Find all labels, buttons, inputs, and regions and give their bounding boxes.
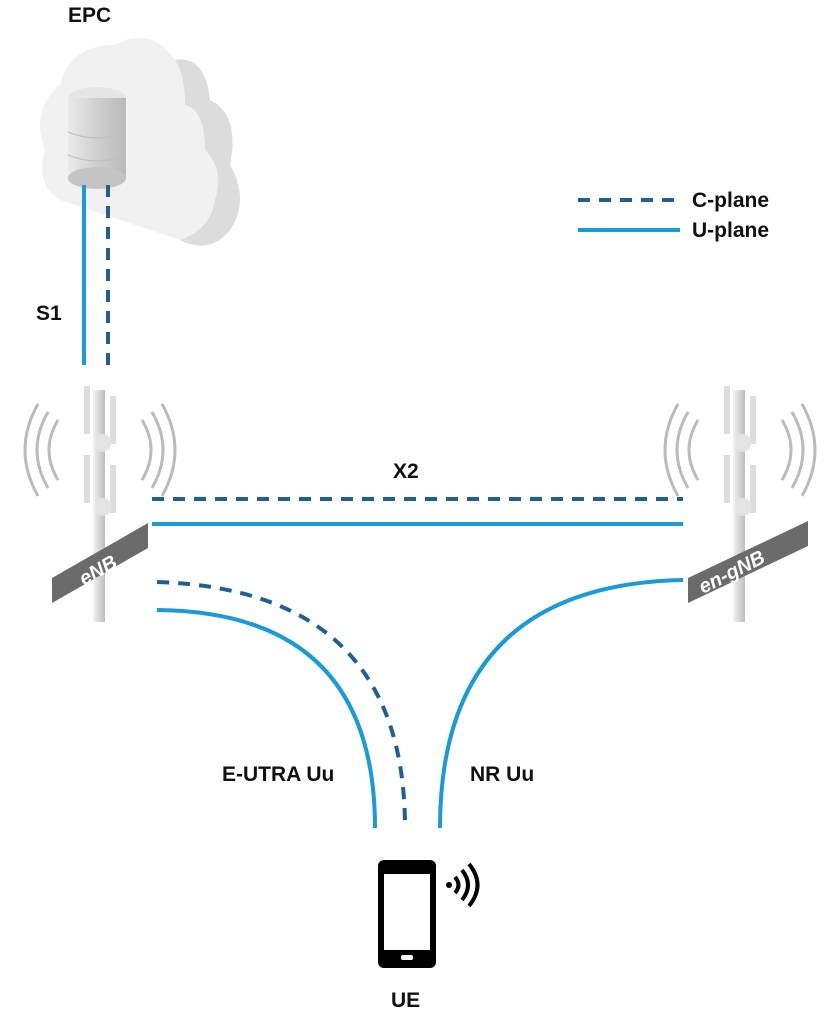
eutra-uu-label: E-UTRA Uu (222, 763, 334, 786)
ue-phone-icon (378, 860, 436, 968)
s1-label: S1 (36, 302, 62, 325)
nr-uu-label: NR Uu (470, 763, 534, 786)
legend-u-plane-label: U-plane (692, 219, 769, 242)
engnb-tower-icon (663, 386, 817, 622)
nr-uu-u-plane-arc (438, 578, 684, 829)
epc-label: EPC (68, 4, 111, 27)
eutra-uu-c-plane-arc (156, 580, 407, 829)
legend-c-plane-label: C-plane (692, 189, 769, 212)
enb-tower-icon (23, 386, 177, 622)
ue-label: UE (391, 989, 420, 1012)
x2-label: X2 (393, 460, 419, 483)
wireless-signal-icon (446, 862, 480, 908)
eutra-uu-u-plane-arc (156, 608, 377, 829)
epc-cloud-icon (40, 37, 240, 246)
engnb-label: en-gNB (695, 547, 768, 599)
legend: C-plane U-plane (578, 189, 769, 242)
